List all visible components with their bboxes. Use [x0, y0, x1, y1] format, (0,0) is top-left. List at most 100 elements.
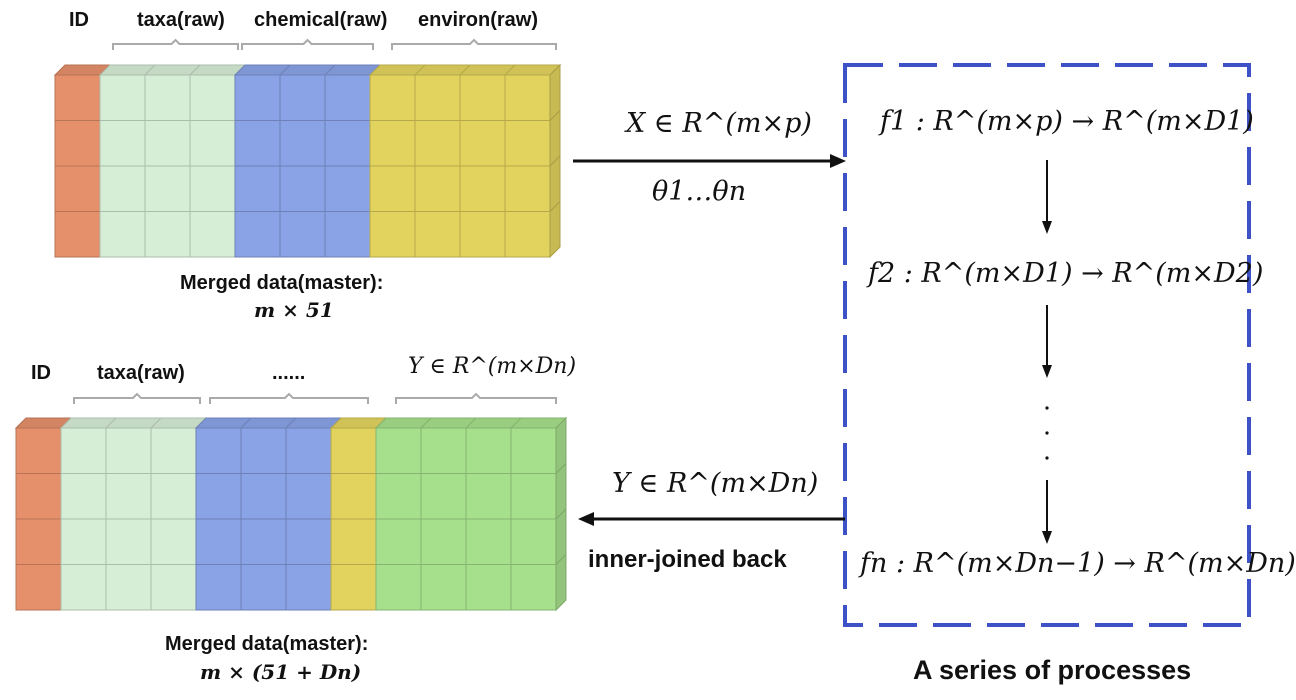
bottom-header-taxa: taxa(raw)	[97, 362, 185, 384]
grid-cell	[15, 473, 62, 520]
grid-cell	[369, 211, 416, 258]
grid-cell	[189, 211, 236, 258]
grid-cell	[369, 74, 416, 121]
grid-cell	[54, 211, 101, 258]
grid-cell	[285, 564, 332, 611]
column-brace	[73, 392, 201, 404]
grid-cell	[150, 518, 197, 565]
grid-cell	[330, 427, 377, 474]
process-box-border	[843, 63, 1251, 627]
grid-cell	[414, 211, 461, 258]
grid-cell	[510, 473, 557, 520]
process-step-1: f1 : R^(m×p) → R^(m×D1)	[880, 106, 1254, 137]
grid-cell	[324, 74, 371, 121]
grid-cell	[279, 165, 326, 212]
process-step-2: f2 : R^(m×D1) → R^(m×D2)	[868, 258, 1264, 289]
bottom-data-grid	[14, 416, 568, 612]
grid-cell	[234, 74, 281, 121]
grid-cell	[510, 564, 557, 611]
bottom-header-dots: ......	[272, 362, 306, 384]
arrow-out-label-bottom: inner-joined back	[588, 546, 787, 573]
grid-cell	[324, 165, 371, 212]
grid-cell	[279, 74, 326, 121]
column-braces	[73, 38, 557, 404]
ellipsis-dot	[1045, 431, 1049, 435]
column-brace	[395, 392, 557, 404]
grid-cell	[375, 564, 422, 611]
column-brace	[241, 38, 374, 50]
top-caption-line2: m × 51	[254, 298, 334, 322]
grid-cell	[459, 165, 506, 212]
grid-cell	[465, 564, 512, 611]
grid-cell	[330, 473, 377, 520]
grid-cell	[465, 427, 512, 474]
process-step-n: fn : R^(m×Dn−1) → R^(m×Dn)	[860, 548, 1296, 579]
process-arrow-3-head	[1042, 531, 1052, 544]
grid-cell	[420, 518, 467, 565]
top-header-chemical: chemical(raw)	[254, 9, 388, 31]
grid-cell	[330, 564, 377, 611]
grid-cell	[369, 165, 416, 212]
top-header-taxa: taxa(raw)	[137, 9, 225, 31]
arrow-out-head	[578, 512, 594, 526]
grid-cell	[420, 473, 467, 520]
bottom-caption-line2: m × (51 + Dn)	[200, 660, 362, 684]
grid-cell	[189, 120, 236, 167]
grid-cell	[324, 211, 371, 258]
grid-cell	[240, 564, 287, 611]
grid-cell	[234, 211, 281, 258]
grid-cell	[375, 473, 422, 520]
grid-cell	[195, 427, 242, 474]
grid-cell	[420, 427, 467, 474]
grid-cell	[420, 564, 467, 611]
grid-cell	[240, 473, 287, 520]
bottom-caption-line1: Merged data(master):	[165, 633, 369, 655]
grid-cell	[150, 427, 197, 474]
grid-cell	[99, 120, 146, 167]
process-arrow-2-head	[1042, 365, 1052, 378]
top-header-id: ID	[69, 9, 89, 31]
grid-cell	[105, 473, 152, 520]
process-arrow-1-head	[1042, 221, 1052, 234]
grid-cell	[54, 165, 101, 212]
grid-cell	[60, 473, 107, 520]
grid-cell	[99, 211, 146, 258]
grid-cell	[324, 120, 371, 167]
grid-cell	[459, 74, 506, 121]
ellipsis-dot	[1045, 406, 1049, 410]
grid-cell	[195, 518, 242, 565]
grid-cell	[285, 427, 332, 474]
grid-cell	[414, 120, 461, 167]
grid-cell	[414, 165, 461, 212]
top-caption-dims: m × 51	[254, 298, 334, 322]
grid-cell	[144, 211, 191, 258]
grid-side-face	[549, 200, 561, 259]
grid-cell	[99, 74, 146, 121]
top-caption-line1: Merged data(master):	[180, 272, 384, 294]
grid-cell	[54, 74, 101, 121]
grid-cell	[99, 165, 146, 212]
grid-cell	[414, 74, 461, 121]
grid-cell	[369, 120, 416, 167]
grid-cell	[144, 120, 191, 167]
grid-cell	[150, 473, 197, 520]
grid-cell	[105, 518, 152, 565]
grid-cell	[105, 564, 152, 611]
arrow-out-label-top: Y ∈ R^(m×Dn)	[612, 468, 819, 499]
grid-cell	[510, 427, 557, 474]
column-brace	[391, 38, 557, 50]
bottom-header-id: ID	[31, 362, 51, 384]
grid-cell	[459, 120, 506, 167]
grid-cell	[279, 211, 326, 258]
grid-cell	[60, 427, 107, 474]
ellipsis-dot	[1045, 456, 1049, 460]
grid-cell	[510, 518, 557, 565]
grid-cell	[195, 564, 242, 611]
arrow-in-label-top: X ∈ R^(m×p)	[626, 108, 812, 139]
grid-cell	[240, 427, 287, 474]
grid-cell	[189, 74, 236, 121]
column-brace	[209, 392, 369, 404]
grid-cell	[285, 473, 332, 520]
